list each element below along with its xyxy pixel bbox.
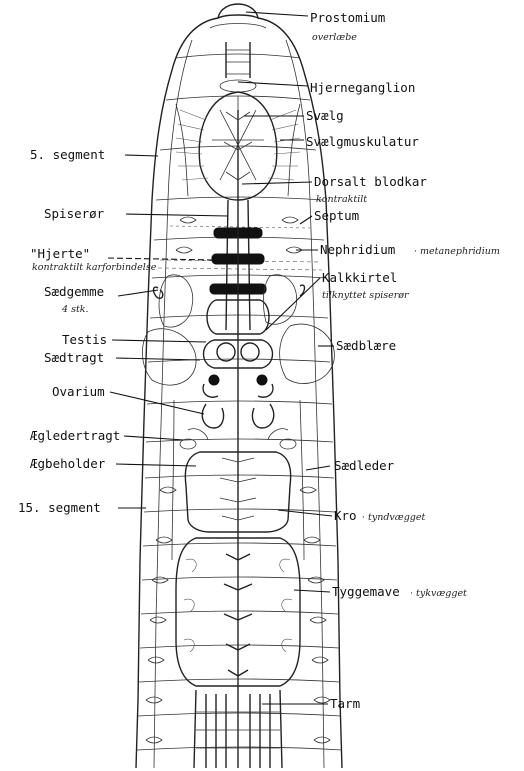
label-spiseror: Spiserør	[44, 206, 105, 221]
label-tarm: Tarm	[330, 696, 360, 711]
label-hjerte-note: kontraktilt karforbindelse	[32, 262, 157, 273]
label-dorsalt-blodkar: Dorsalt blodkar	[314, 174, 427, 189]
prostomium-cap	[218, 4, 258, 18]
label-hjerneganglion: Hjerneganglion	[310, 80, 415, 95]
label-saedgemme: Sædgemme	[44, 284, 104, 299]
label-hjerte: "Hjerte"	[30, 246, 90, 261]
cerebral-ganglion	[220, 42, 256, 92]
label-egbeholder: Ægbeholder	[30, 456, 106, 471]
label-testis: Testis	[62, 332, 107, 347]
label-saedgemme-note: 4 stk.	[61, 304, 89, 315]
label-dorsalt-note: kontraktilt	[316, 194, 367, 205]
label-segment-5: 5. segment	[30, 147, 105, 162]
label-svaelg: Svælg	[306, 108, 344, 123]
label-nephridium: Nephridium	[320, 242, 395, 257]
label-svaelgmuskulatur: Svælgmuskulatur	[306, 134, 419, 149]
label-ovarium: Ovarium	[52, 384, 105, 399]
label-nephridium-note: · metanephridium	[414, 246, 500, 257]
label-segment-15: 15. segment	[18, 500, 101, 515]
label-saedblaere: Sædblære	[336, 338, 396, 353]
label-prostomium-note: overlæbe	[312, 32, 357, 43]
label-septum: Septum	[314, 208, 359, 223]
label-tyggemave-note: · tykvægget	[410, 588, 467, 599]
label-tyggemave: Tyggemave	[332, 584, 400, 599]
label-egledertragt: Ægledertragt	[30, 428, 120, 443]
labels: Prostomium overlæbe Hjerneganglion Svælg…	[18, 10, 500, 711]
body-wall-right	[258, 18, 342, 768]
label-saedleder: Sædleder	[334, 458, 395, 473]
label-kalkkirtel: Kalkkirtel	[322, 270, 397, 285]
label-kalkkirtel-note: tilknyttet spiserør	[322, 290, 410, 301]
label-prostomium: Prostomium	[310, 10, 385, 25]
label-saedtragt: Sædtragt	[44, 350, 104, 365]
label-kro: Kro	[334, 508, 357, 523]
label-kro-note: · tyndvægget	[362, 512, 426, 523]
